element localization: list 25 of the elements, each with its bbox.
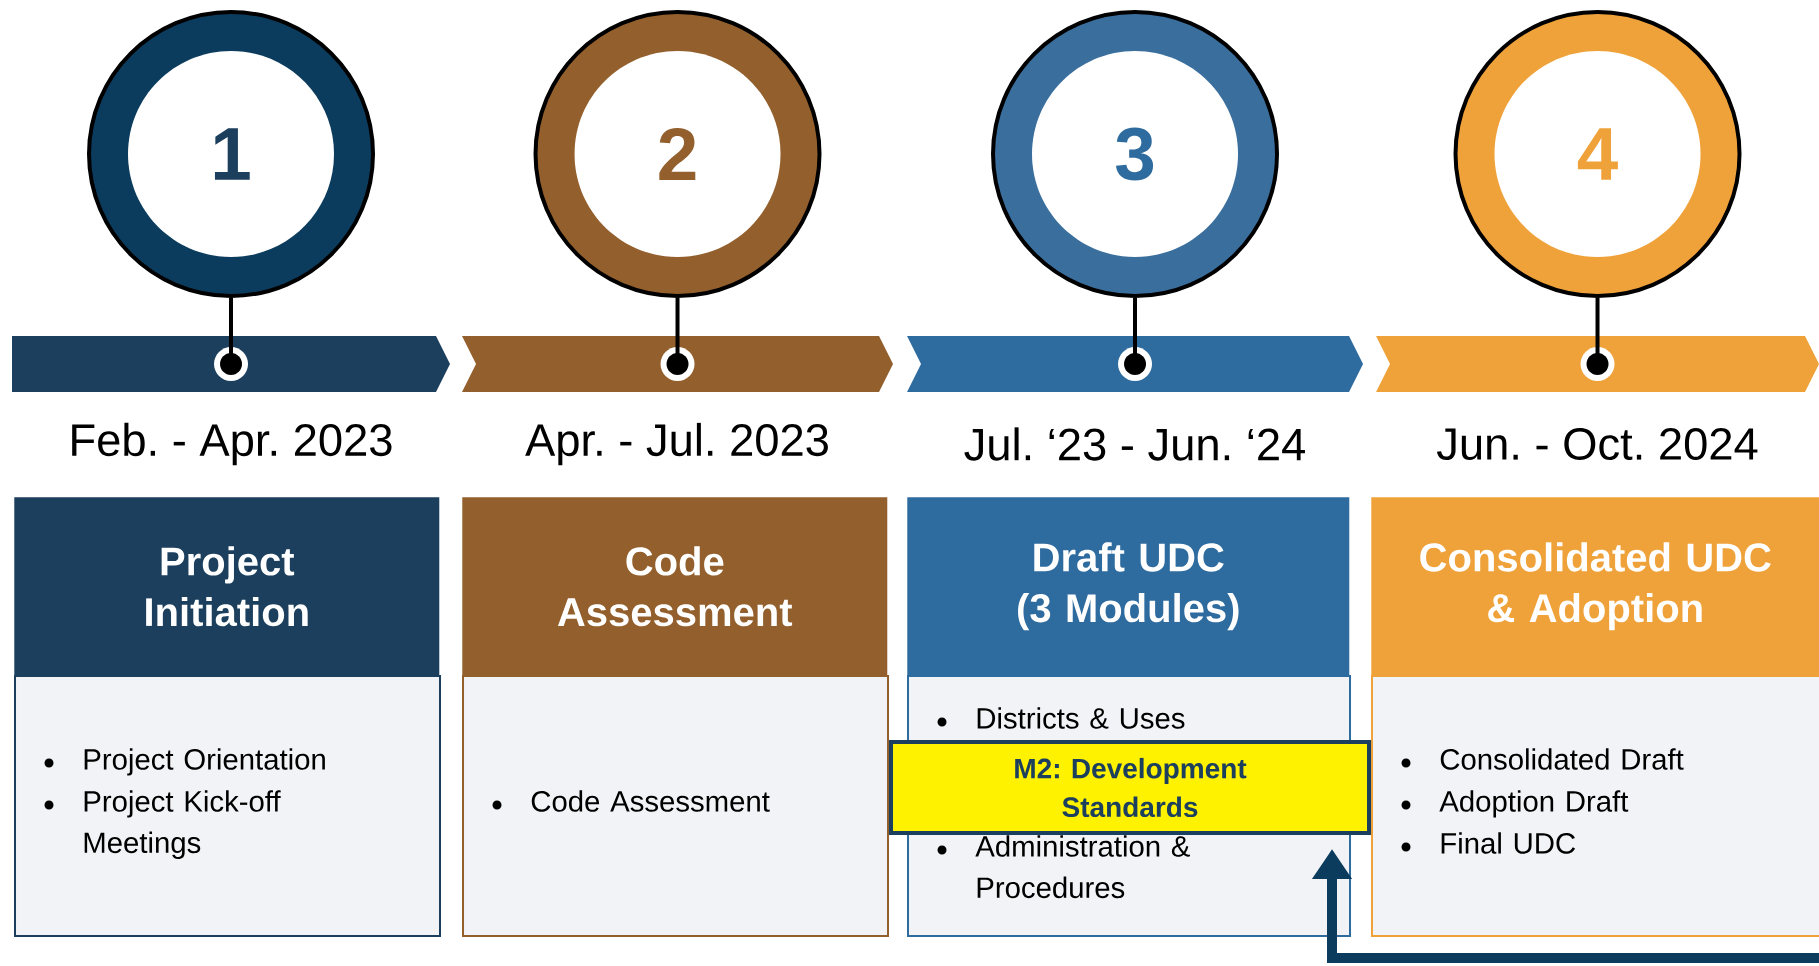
phase-header: Draft UDC (3 Modules) [907, 497, 1350, 676]
connector-line [1118, 298, 1152, 381]
connector-line [214, 298, 248, 381]
highlight-box: M2: Development Standards [889, 740, 1371, 835]
timeline-band [1376, 336, 1819, 392]
date-label: Jul. ‘23 - Jun. ‘24 [964, 427, 1305, 461]
timeline-band [12, 336, 450, 392]
bullet-item: Districts & Uses [977, 707, 1185, 729]
bullet-item: Project Orientation [84, 748, 325, 776]
connector-line [660, 298, 695, 381]
date-label: Feb. - Apr. 2023 [72, 422, 392, 466]
bullet-item: Final UDC [1441, 832, 1576, 854]
phase-header: Consolidated UDC & Adoption [1371, 497, 1819, 676]
timeline-band [462, 336, 893, 392]
bullet-item: Code Assessment [531, 790, 770, 812]
date-label: Apr. - Jul. 2023 [525, 422, 828, 466]
phase-header: Project Initiation [14, 497, 440, 676]
timeline-band [907, 336, 1363, 392]
date-label: Jun. - Oct. 2024 [1436, 427, 1758, 461]
bullet-item: Project Kick-off Meetings [84, 790, 281, 859]
phase-header: Code Assessment [462, 497, 888, 676]
bullet-item: Administration & Procedures [975, 835, 1190, 899]
connector-line [1580, 298, 1615, 381]
bullet-item: Adoption Draft [1439, 790, 1629, 818]
bullet-item: Consolidated Draft [1440, 748, 1684, 770]
